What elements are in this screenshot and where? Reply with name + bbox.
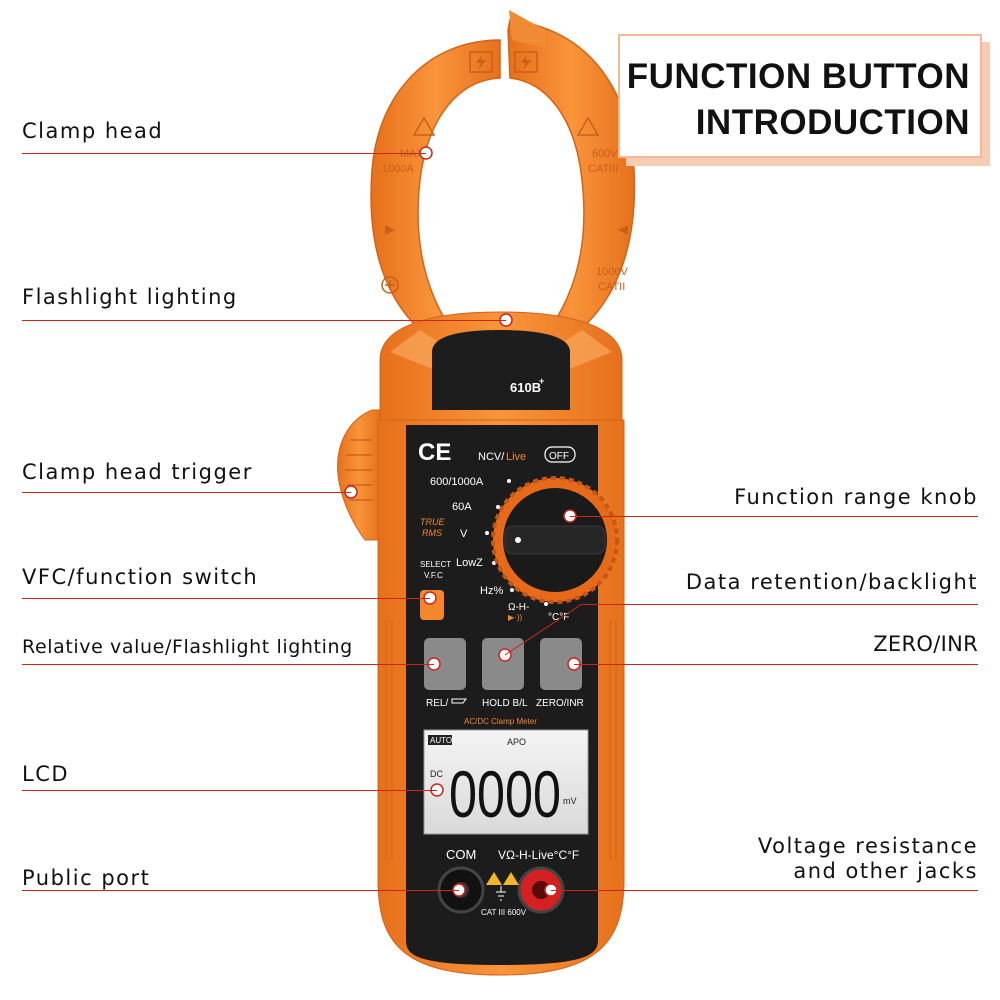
warning-icon	[486, 872, 502, 885]
select-label-1: SELECT	[420, 560, 451, 569]
zero-inr-button[interactable]	[540, 638, 582, 690]
dial-60a: 60A	[452, 501, 472, 513]
clamp-max-label: MAX	[400, 148, 425, 160]
callout-data-retention: Data retention/backlight	[685, 570, 978, 594]
meter-neck: 610B +	[379, 311, 623, 431]
dial-600a: 600/1000A	[430, 476, 484, 488]
dial-lowz: LowZ	[456, 557, 483, 569]
lcd-apo: APO	[507, 737, 526, 747]
ce-mark: CE	[418, 439, 451, 466]
lcd-display: AC/DC Clamp Meter AUTO APO DC 0000 mV	[423, 717, 589, 835]
true-rms-2: RMS	[422, 528, 442, 538]
cat-rating: CAT III 600V	[481, 908, 527, 917]
zero-button-label: ZERO/INR	[536, 698, 584, 709]
callout-clamp-trigger: Clamp head trigger	[22, 460, 253, 484]
dial-temp: °C°F	[548, 612, 569, 623]
leader-line	[22, 153, 426, 154]
leader-line	[582, 604, 978, 605]
callout-vfc-switch: VFC/function switch	[22, 565, 259, 589]
cat-1000-class: CATII	[598, 281, 625, 293]
title-line-1: FUNCTION BUTTON	[626, 57, 970, 96]
callout-public-port: Public port	[22, 866, 151, 890]
callout-lcd: LCD	[22, 762, 70, 786]
warning-icon	[503, 872, 519, 885]
flashlight-icon	[451, 698, 467, 704]
plus-icon	[381, 276, 399, 294]
callout-range-knob: Function range knob	[734, 485, 978, 509]
model-sup: +	[539, 376, 544, 386]
leader-line	[22, 598, 430, 599]
model-label: 610B	[510, 380, 541, 395]
dial-volts: V	[460, 528, 468, 540]
rel-button-label: REL/	[426, 698, 448, 709]
cat-600-class: CATIII	[588, 163, 618, 175]
title-box: FUNCTION BUTTON INTRODUCTION	[618, 34, 982, 158]
dial-ohm: Ω-H-	[508, 602, 529, 613]
leader-line	[570, 516, 978, 517]
dial-diode: ▶·))	[508, 613, 522, 622]
cat-600-label: 600V	[592, 148, 618, 160]
function-range-knob[interactable]	[491, 476, 619, 604]
callout-flashlight: Flashlight lighting	[22, 285, 238, 309]
rel-button[interactable]	[424, 638, 466, 690]
leader-line	[574, 664, 978, 665]
lcd-unit: mV	[563, 796, 577, 806]
dial-off: OFF	[549, 451, 569, 462]
lcd-dc: DC	[430, 769, 443, 779]
clamp-head-trigger[interactable]	[337, 409, 381, 541]
lcd-auto: AUTO	[430, 736, 452, 745]
callout-clamp-head: Clamp head	[22, 119, 164, 143]
com-label: COM	[446, 847, 476, 862]
dial-hz: Hz%	[480, 585, 503, 597]
leader-line	[551, 890, 978, 891]
cat-1000-label: 1000V	[596, 266, 628, 278]
hold-button-label: HOLD B/L	[482, 698, 528, 709]
clamp-max-value: 1000A	[382, 163, 414, 175]
leader-line	[22, 492, 351, 493]
button-row: REL/ HOLD B/L ZERO/INR	[424, 638, 584, 709]
callout-voltage-jacks-1: Voltage resistance	[757, 834, 978, 858]
dial-live: Live	[506, 451, 526, 463]
ground-icon	[496, 886, 506, 901]
meter-name: AC/DC Clamp Meter	[464, 717, 537, 726]
dial-scale: NCV/ Live OFF 600/1000A 60A V TRUE RMS L…	[420, 446, 576, 623]
hold-bl-button[interactable]	[482, 638, 524, 690]
callout-voltage-jacks-2: and other jacks	[793, 859, 978, 883]
callout-zero-inr: ZERO/INR	[873, 632, 978, 656]
true-rms-1: TRUE	[420, 517, 445, 527]
select-label-2: V.F.C	[424, 571, 443, 580]
leader-line	[22, 320, 506, 321]
voltage-jack-label: VΩ-H-Live°C°F	[498, 848, 579, 862]
lcd-reading: 0000	[449, 757, 561, 831]
leader-line	[22, 664, 434, 665]
leader-line	[22, 790, 437, 791]
jacks-panel: COM VΩ-H-Live°C°F CAT III 600V	[437, 847, 579, 917]
leader-line	[22, 890, 459, 891]
title-line-2: INTRODUCTION	[695, 103, 970, 142]
clamp-head: MAX 1000A 600V CATIII 1000V CATII	[370, 10, 636, 337]
dial-ncv: NCV/	[478, 451, 505, 463]
callout-relative-value: Relative value/Flashlight lighting	[22, 636, 353, 658]
